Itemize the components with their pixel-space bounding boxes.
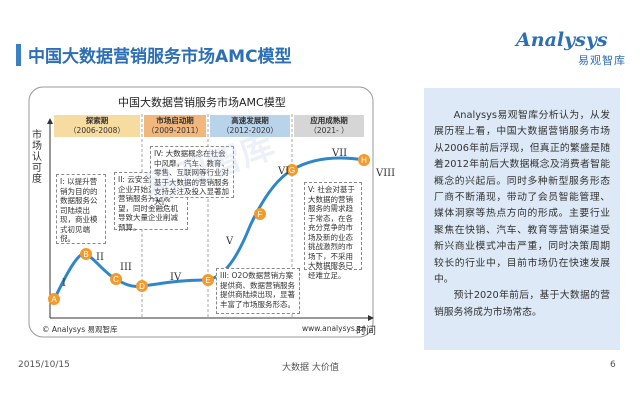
svg-text:C: C	[113, 275, 119, 284]
x-axis-arrow	[368, 315, 374, 321]
phase-exploration: 探索期（2006-2008）	[54, 115, 140, 137]
logo-subtitle: 易观智库	[578, 54, 626, 67]
svg-text:E: E	[205, 276, 210, 285]
curve-point-a: A	[48, 293, 60, 305]
svg-text:B: B	[83, 250, 88, 259]
analysis-paragraph-1: Analysys易观智库分析认为，从发展历程上看，中国大数据营销服务市场从200…	[434, 110, 610, 286]
svg-text:D: D	[139, 282, 145, 291]
curve-point-g: G	[286, 164, 298, 176]
curve-point-d: D	[136, 280, 148, 292]
stage-label-vi: VI	[278, 166, 290, 177]
stage-label-vii: VII	[332, 148, 348, 159]
stage-label-ii: II	[96, 252, 104, 263]
amc-diagram-svg: A B C D E F G H	[28, 86, 374, 338]
analysis-panel: Analysys易观智库分析认为，从发展历程上看，中国大数据营销服务市场从200…	[424, 88, 620, 350]
diagram-frame	[28, 86, 374, 338]
diagram-website: www.analysys.cn	[302, 324, 367, 333]
stage-note-i: I: 以提升营销为目的的数据服务公司陆续出现，商业模式初见端倪。	[56, 174, 106, 244]
diagram-title: 中国大数据营销服务市场AMC模型	[118, 96, 286, 109]
svg-text:F: F	[258, 210, 263, 219]
curve-point-f: F	[254, 208, 266, 220]
phase-mature-application: 应用成熟期（2021- ）	[294, 115, 364, 137]
logo-a-mark: A	[516, 29, 531, 51]
stage-note-iv: IV: 大数据概念在社会中风靡，汽车、教育、零售、互联网等行业对基于大数据的营销…	[150, 146, 234, 206]
stage-label-i: I	[62, 278, 66, 289]
analysys-logo: Analysys 易观智库	[516, 30, 626, 74]
curve-point-c: C	[110, 273, 122, 285]
analysis-paragraph-2: 预计2020年前后，基于大数据的营销服务将成为市场常态。	[434, 290, 610, 318]
footer-date: 2015/10/15	[18, 360, 70, 370]
x-axis-label: 时间	[356, 326, 376, 337]
stage-note-iii: III: O2O数据营销方案提供商、数据营销服务提供商陆续出现，显著丰富了市场服…	[216, 268, 300, 314]
stage-note-v: V: 社会对基于大数据的营销服务的需求趋于常态，在各充分竞争的市场及新的业态挑战…	[304, 182, 362, 280]
svg-text:G: G	[289, 166, 295, 175]
stage-label-iv: IV	[170, 272, 182, 283]
svg-text:H: H	[361, 156, 367, 165]
amc-diagram: A B C D E F G H 中国大数据营销服务市场AMC模型 探索期（200…	[28, 86, 396, 340]
page-number: 6	[610, 360, 616, 370]
phase-market-launch: 市场启动期（2009-2011）	[144, 115, 206, 137]
curve-point-h: H	[358, 154, 370, 166]
title-accent-bar	[16, 44, 21, 66]
stage-label-v: V	[226, 236, 234, 247]
curve-point-e: E	[202, 274, 214, 286]
curve-point-b: B	[80, 248, 92, 260]
diagram-copyright: © Analysys 易观智库	[42, 325, 118, 334]
y-axis-arrow	[47, 118, 53, 124]
page-title: 中国大数据营销服务市场AMC模型	[28, 47, 292, 67]
stage-label-iii: III	[120, 262, 132, 273]
svg-text:A: A	[51, 295, 57, 304]
y-axis-label: 市场认可度	[32, 130, 42, 185]
stage-label-viii: VIII	[376, 168, 396, 179]
logo-wordmark: Analysys	[516, 29, 608, 51]
phase-rapid-growth: 高速发展期（2012-2020）	[210, 115, 290, 137]
footer-slogan: 大数据 大价值	[282, 363, 339, 373]
